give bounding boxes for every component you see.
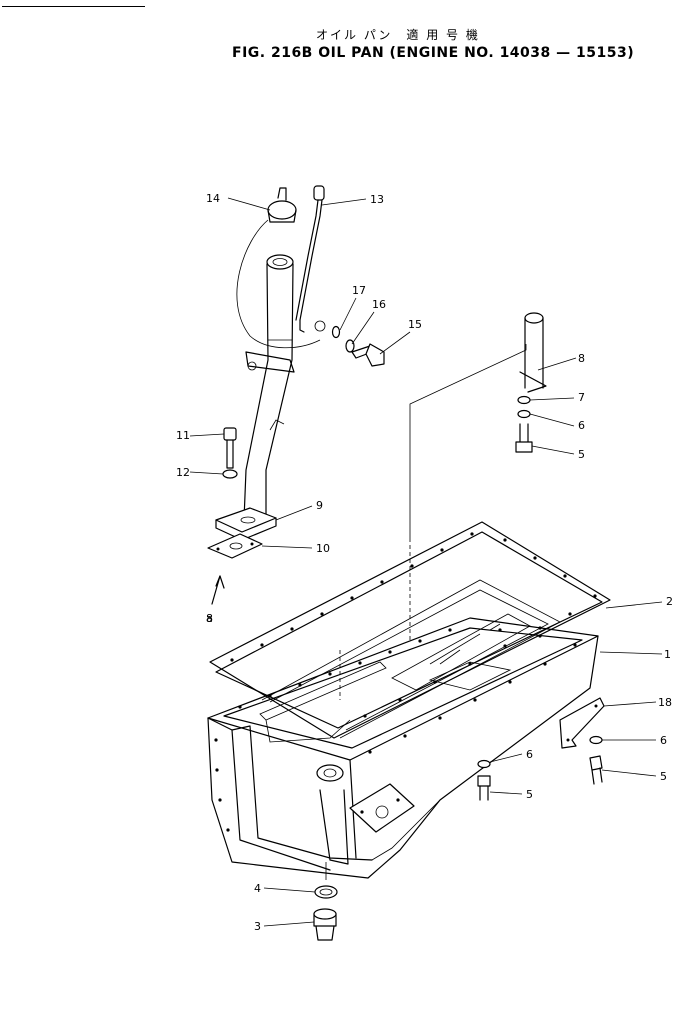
callout-8-top: 8 <box>578 352 585 365</box>
callout-3: 3 <box>254 920 261 933</box>
callout-1: 1 <box>664 648 671 661</box>
oil-filler-cap <box>267 187 297 223</box>
callout-6-top: 6 <box>578 419 585 432</box>
subtitle-japanese: オイル パン 適 用 号 機 <box>316 28 480 42</box>
callout-5-top: 5 <box>578 448 585 461</box>
callout-14: 14 <box>206 192 220 205</box>
dipstick <box>295 185 325 333</box>
washer-16 <box>345 339 355 353</box>
oil-pan <box>207 617 599 879</box>
figure-title: FIG. 216B OIL PAN (ENGINE NO. 14038 — 15… <box>232 45 635 61</box>
callout-6-right: 6 <box>660 734 667 747</box>
bolt-11 <box>223 427 237 469</box>
drain-plug-gasket-4 <box>314 885 338 899</box>
washer-17 <box>331 325 341 339</box>
callout-2: 2 <box>666 595 673 608</box>
leader-guide-to-pan <box>409 344 527 540</box>
callout-8-arrow: 8 <box>206 612 213 625</box>
bolt-15 <box>351 343 385 367</box>
filler-tube-right <box>519 312 547 393</box>
washer-6-right <box>589 735 603 745</box>
callout-5-mid: 5 <box>526 788 533 801</box>
callout-4: 4 <box>254 882 261 895</box>
leader-lines <box>189 197 663 927</box>
callout-18: 18 <box>658 696 672 709</box>
washer-6-mid <box>477 759 491 769</box>
header-rule <box>2 6 145 7</box>
arrow-a-label: a <box>206 612 213 625</box>
callout-6-mid: 6 <box>526 748 533 761</box>
bolt-5-mid <box>477 775 491 801</box>
callout-16: 16 <box>372 298 386 311</box>
washer-7 <box>517 395 531 405</box>
bolt-5-right <box>589 755 603 785</box>
dipstick-guide-tube <box>207 254 295 559</box>
gasket-bolt-holes <box>230 532 597 718</box>
callout-9: 9 <box>316 499 323 512</box>
callout-labels: 14 13 17 16 15 8 7 6 5 11 12 9 10 8 2 1 … <box>176 192 673 933</box>
direction-arrow-a: a <box>206 575 225 625</box>
callout-12: 12 <box>176 466 190 479</box>
callout-10: 10 <box>316 542 330 555</box>
oil-pan-gasket <box>209 521 611 739</box>
callout-7: 7 <box>578 391 585 404</box>
callout-15: 15 <box>408 318 422 331</box>
callout-17: 17 <box>352 284 366 297</box>
bracket-18 <box>559 697 605 749</box>
cap-retaining-chain <box>236 219 321 349</box>
bolt-5-top <box>515 423 533 453</box>
callout-11: 11 <box>176 429 190 442</box>
callout-13: 13 <box>370 193 384 206</box>
washer-12 <box>222 469 238 479</box>
washer-6-top <box>517 409 531 419</box>
callout-5-right: 5 <box>660 770 667 783</box>
drain-plug-3 <box>313 908 337 941</box>
